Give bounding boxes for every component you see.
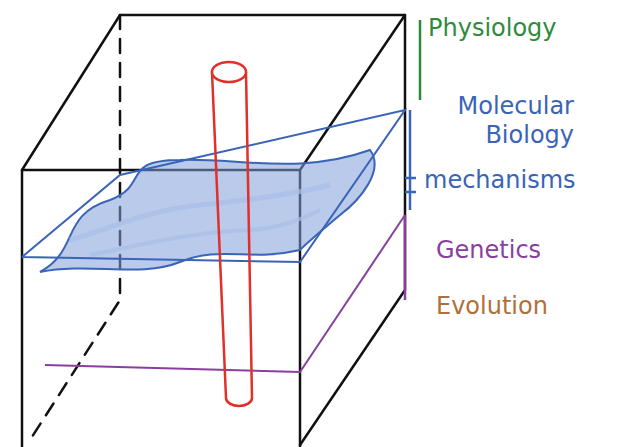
molecular-bracket [405,110,416,210]
band-label: mechanisms [424,166,624,195]
label-box: Molecular Biology [424,92,574,150]
cylinder-bottom [226,398,252,406]
band-label: Physiology [428,14,618,43]
label-box: mechanisms [424,166,624,195]
surface-shading [70,185,330,240]
band-label: Genetics [436,236,626,265]
cylinder-side [212,72,252,398]
label-box: Genetics [436,236,626,265]
cylinder-top [212,62,246,82]
molecular-surface [40,150,375,272]
surface-shading [90,210,320,255]
physiology-bracket [419,20,422,100]
genetics-bracket [404,215,407,300]
label-box: Evolution [436,292,626,321]
label-box: Physiology [428,14,618,43]
band-label: Molecular Biology [424,92,574,150]
band-label: Evolution [436,292,626,321]
